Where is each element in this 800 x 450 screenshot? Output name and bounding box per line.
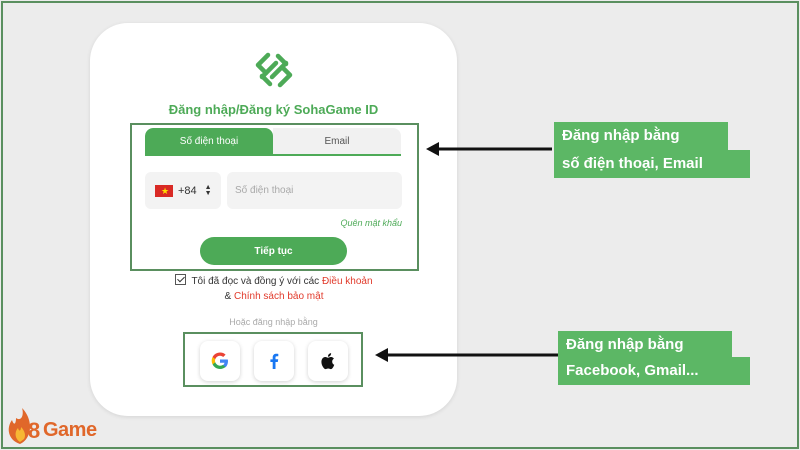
select-caret-icon: ▲▼ — [204, 183, 212, 197]
phone-login-highlight — [130, 123, 419, 271]
phone-input[interactable] — [227, 172, 402, 209]
privacy-link[interactable]: Chính sách bảo mật — [233, 291, 324, 302]
country-code-select[interactable]: ★ +84 ▲▼ — [145, 172, 221, 209]
callout-top-line1: Đăng nhập bằng — [554, 122, 728, 150]
google-icon — [211, 352, 228, 369]
apple-login-button[interactable] — [308, 341, 348, 381]
terms-checkbox[interactable] — [175, 274, 187, 285]
tab-email[interactable]: Email — [273, 128, 401, 154]
google-login-button[interactable] — [200, 341, 240, 381]
brand-text: Game — [43, 419, 97, 441]
arrow-left-icon — [375, 348, 561, 362]
facebook-icon — [270, 353, 279, 369]
callout-top-line2: số điện thoại, Email — [554, 150, 750, 178]
terms-and: & — [224, 291, 232, 302]
terms-agreement: Tôi đã đọc và đồng ý với các Điều khoản … — [160, 274, 388, 304]
terms-link[interactable]: Điều khoản — [321, 276, 373, 287]
continue-button[interactable]: Tiếp tục — [200, 237, 347, 265]
social-login-highlight — [183, 332, 363, 387]
page-title: Đăng nhập/Đăng ký SohaGame ID — [168, 102, 379, 117]
forgot-password-link[interactable]: Quên mật khẩu — [340, 218, 402, 228]
facebook-login-button[interactable] — [254, 341, 294, 381]
callout-bottom-line1: Đăng nhập bằng — [558, 331, 732, 359]
apple-icon — [321, 353, 335, 370]
sohagame-logo-icon — [255, 52, 293, 88]
login-tabs: Số điện thoại Email — [145, 128, 401, 156]
callout-bottom-line2: Facebook, Gmail... — [558, 357, 750, 385]
arrow-left-icon — [426, 142, 552, 156]
terms-prefix: Tôi đã đọc và đồng ý với các — [191, 276, 320, 287]
country-code-value: +84 — [178, 184, 197, 197]
or-login-with-label: Hoặc đăng nhập bằng — [229, 317, 318, 327]
8game-logo-icon: 8 — [8, 408, 40, 444]
tab-phone[interactable]: Số điện thoại — [145, 128, 273, 154]
svg-text:8: 8 — [28, 418, 40, 443]
vietnam-flag-icon: ★ — [155, 184, 173, 197]
